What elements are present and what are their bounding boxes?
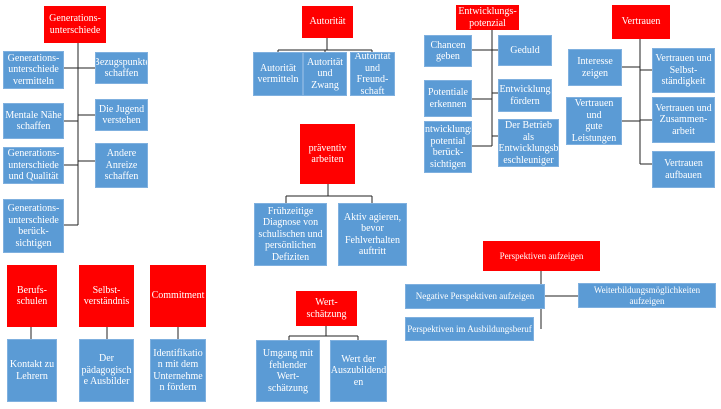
praeventiv-node: Aktiv agieren, bevor Fehlverhalten auftr… [338, 203, 407, 266]
perspektiven-node: Perspektiven im Ausbildungsberuf [405, 317, 534, 341]
entwicklung-node: Geduld [498, 35, 552, 66]
perspektiven-header: Perspektiven aufzeigen [483, 241, 600, 271]
selbstverstaendnis-header: Selbst- verständnis [79, 265, 134, 327]
vertrauen-node: Vertrauen aufbauen [652, 151, 715, 188]
generations-node: Generations- unterschiede berück- sichti… [3, 199, 64, 253]
vertrauen-header: Vertrauen [612, 5, 670, 39]
generations-node: Die Jugend verstehen [95, 99, 148, 131]
entwicklungspotenzial-header: Entwicklungs- potenzial [456, 5, 519, 30]
praeventiv-node: Frühzeitige Diagnose von schulischen und… [254, 203, 327, 266]
entwicklung-node: Entwicklungs- potential berück- sichtige… [424, 121, 472, 173]
vertrauen-node: Vertrauen und Zusammen- arbeit [652, 97, 715, 143]
generations-header: Generations- unterschiede [44, 6, 106, 43]
berufsschulen-node: Kontakt zu Lehrern [7, 339, 57, 402]
entwicklung-node: Potentiale erkennen [424, 80, 472, 117]
commitment-header: Commitment [150, 265, 206, 327]
vertrauen-node: Vertrauen und gute Leistungen [566, 97, 622, 145]
commitment-node: Identifikatio n mit dem Unternehme n för… [150, 339, 206, 402]
autoritaet-node: Autorität und Freund- schaft [350, 52, 395, 96]
berufsschulen-header: Berufs- schulen [7, 265, 57, 327]
selbstverstaendnis-node: Der pädagogisch e Ausbilder [79, 339, 134, 402]
vertrauen-node: Vertrauen und Selbst- ständigkeit [652, 48, 715, 93]
wertschaetzung-node: Wert der Auszubildend en [330, 340, 387, 402]
entwicklung-node: Entwicklung fördern [498, 79, 552, 112]
autoritaet-header: Autorität [302, 6, 353, 38]
vertrauen-node: Interesse zeigen [568, 49, 622, 86]
generations-node: Generations- unterschiede vermitteln [3, 51, 64, 89]
entwicklung-node: Chancen geben [424, 35, 472, 67]
perspektiven-node: Negative Perspektiven aufzeigen [405, 284, 545, 309]
generations-node: Andere Anreize schaffen [95, 143, 148, 188]
autoritaet-node: Autorität und Zwang [303, 52, 347, 96]
wertschaetzung-header: Wert- schätzung [296, 291, 357, 326]
generations-node: Mentale Nähe schaffen [3, 103, 64, 139]
generations-node: Generations- unterschiede und Qualität [3, 147, 64, 184]
praeventiv-header: präventiv arbeiten [300, 124, 355, 184]
entwicklung-node: Der Betrieb als Entwicklungsb eschleunig… [498, 119, 559, 167]
generations-node: Bezugspunkte schaffen [95, 52, 148, 84]
autoritaet-node: Autorität vermitteln [253, 52, 303, 96]
perspektiven-node: Weiterbildungsmöglichkeiten aufzeigen [578, 283, 716, 308]
wertschaetzung-node: Umgang mit fehlender Wert- schätzung [256, 340, 320, 402]
